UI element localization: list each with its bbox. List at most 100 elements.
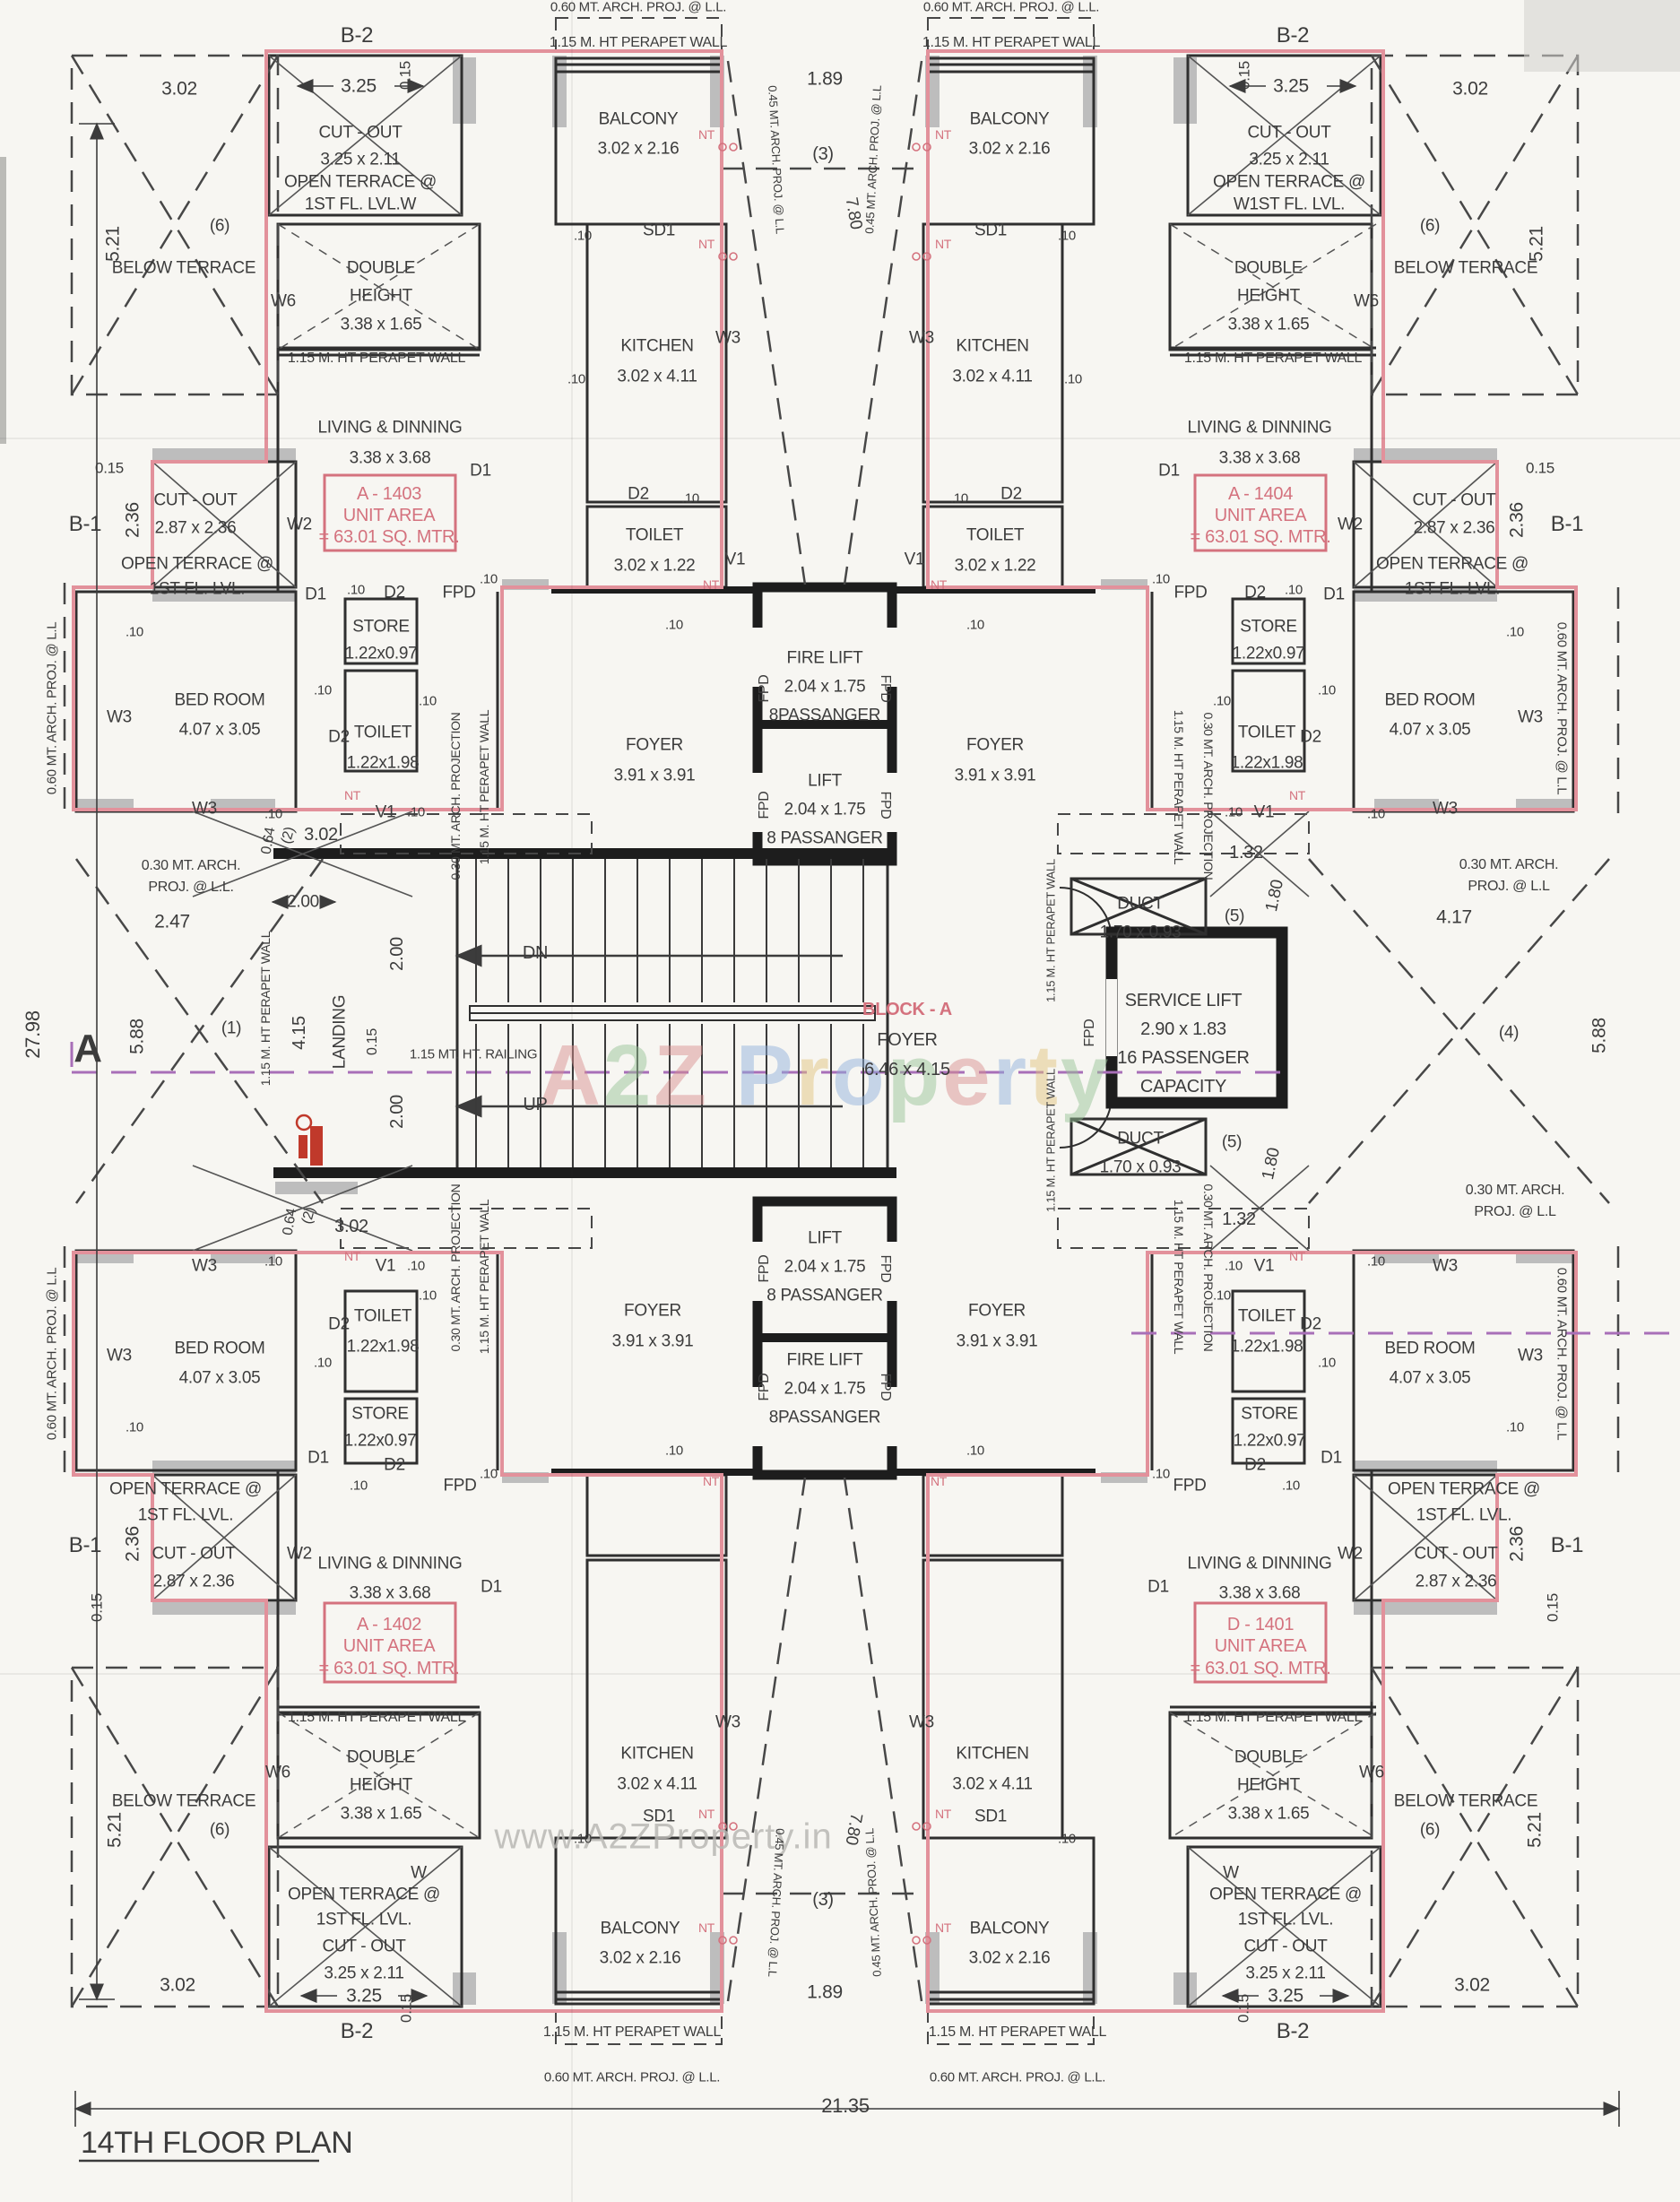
plan-label: W3 <box>715 1712 740 1732</box>
plan-label: 3.02 <box>1452 78 1488 100</box>
plan-label: 1ST FL. LVL.W <box>304 195 417 214</box>
plan-label: 1.15 M. HT PERAPET WALL <box>287 1710 466 1725</box>
plan-label: 0.60 MT. ARCH. PROJ. @ L.L. <box>550 0 727 15</box>
plan-label: 0.15 <box>95 459 124 477</box>
plan-label: .10 <box>1367 806 1385 822</box>
plan-label: 2.90 x 1.83 <box>1140 1019 1226 1039</box>
plan-label: 1.89 <box>807 1981 843 2003</box>
plan-label: UNIT AREA <box>1214 1636 1307 1656</box>
plan-label: .10 <box>264 1253 282 1270</box>
plan-label: D1 <box>1158 461 1180 481</box>
plan-label: V1 <box>1253 802 1275 822</box>
plan-label: 1.15 M. HT PERAPET WALL <box>287 351 466 366</box>
plan-label: SD1 <box>642 1807 676 1826</box>
plan-label: 0.45 MT. ARCH. PROJ. @ L.L <box>862 1827 884 1978</box>
plan-label: FIRE LIFT <box>786 1350 863 1370</box>
plan-label: NT <box>702 1474 720 1488</box>
plan-label: FIRE LIFT <box>786 648 863 668</box>
plan-label: CAPACITY <box>1139 1077 1227 1097</box>
plan-label: SERVICE LIFT <box>1124 991 1243 1010</box>
plan-label: D2 <box>1300 1314 1321 1334</box>
plan-label: 2.87 x 2.36 <box>1413 518 1495 538</box>
plan-label: 5.88 <box>126 1019 148 1054</box>
plan-label: 1.15 M. HT PERAPET WALL <box>1044 1069 1058 1212</box>
plan-label: OPEN TERRACE @ <box>1388 1479 1540 1499</box>
plan-label: 14TH FLOOR PLAN <box>81 2126 353 2160</box>
plan-label: .10 <box>1213 1287 1231 1304</box>
plan-label: OPEN TERRACE @ <box>1213 172 1365 192</box>
plan-label: FPD <box>1082 1019 1097 1047</box>
watermark-letter: Z <box>654 1027 709 1123</box>
plan-label: 2.36 <box>1506 1526 1528 1562</box>
plan-label: STORE <box>352 617 410 637</box>
plan-label: 3.38 x 3.68 <box>349 1583 431 1603</box>
plan-label: W3 <box>1518 1346 1543 1365</box>
watermark-letter: e <box>942 1027 993 1123</box>
plan-label: FPD <box>878 674 893 703</box>
plan-label: 1.80 <box>1259 1146 1284 1182</box>
plan-label: TOILET <box>625 525 684 545</box>
plan-label: NT <box>697 127 715 142</box>
plan-label: 3.38 x 3.68 <box>1218 1583 1301 1603</box>
plan-label: .10 <box>1064 371 1082 387</box>
plan-label: 0.15 <box>88 1593 106 1622</box>
plan-label: 16 PASSENGER <box>1117 1048 1250 1068</box>
plan-label: 3.38 x 3.68 <box>1218 448 1301 468</box>
plan-label: OPEN TERRACE @ <box>288 1885 440 1904</box>
plan-label: 3.38 x 1.65 <box>1227 315 1310 334</box>
plan-label: FPD <box>442 583 476 603</box>
plan-label: .10 <box>407 1258 425 1274</box>
plan-label: 2.36 <box>122 1526 143 1562</box>
plan-label: 7.80 <box>841 1811 866 1847</box>
plan-label: FOYER <box>624 1301 681 1321</box>
plan-label: 1ST FL. LVL. <box>137 1505 234 1525</box>
plan-label: B-2 <box>340 2019 374 2043</box>
watermark-letter: p <box>887 1027 943 1123</box>
plan-label: FPD <box>878 1254 893 1283</box>
plan-label: CUT - OUT <box>1243 1937 1328 1956</box>
plan-label: 8 PASSANGER <box>766 1286 883 1305</box>
plan-label: UNIT AREA <box>342 506 436 525</box>
plan-label: HEIGHT <box>1237 1775 1300 1795</box>
plan-label: W3 <box>107 707 132 727</box>
plan-label: NT <box>930 577 948 592</box>
plan-label: 6.46 x 4.15 <box>864 1060 950 1079</box>
plan-label: FPD <box>878 1373 893 1401</box>
plan-label: 0.30 MT. ARCH. PROJECTION <box>1201 1183 1216 1352</box>
watermark-letter: o <box>832 1027 888 1123</box>
plan-label: D2 <box>384 1455 405 1475</box>
plan-label: 1.15 M. HT PERAPET WALL <box>258 931 273 1087</box>
plan-label: 1.15 M. HT PERAPET WALL <box>542 2024 722 2040</box>
plan-label: W3 <box>192 799 217 819</box>
plan-label: 3.02 <box>1454 1974 1490 1996</box>
plan-label: 1.70 x 0.93 <box>1099 923 1182 942</box>
plan-label: TOILET <box>1237 1306 1296 1326</box>
plan-label: NT <box>702 577 720 592</box>
plan-label: D1 <box>481 1577 502 1597</box>
plan-label: 3.25 <box>346 1985 382 2007</box>
plan-label: 1.15 M. HT PERAPET WALL <box>549 35 728 50</box>
plan-label: 3.02 x 1.22 <box>954 556 1036 576</box>
plan-label: .10 <box>419 693 437 709</box>
plan-label: 1.15 M. HT PERAPET WALL <box>928 2024 1107 2040</box>
plan-label: NT <box>934 1807 952 1821</box>
plan-label: D2 <box>1244 583 1266 603</box>
plan-label: CUT - OUT <box>318 123 403 143</box>
plan-label: BELOW TERRACE <box>1393 258 1538 278</box>
plan-label: .10 <box>126 624 143 640</box>
plan-label: 2.00 <box>387 937 407 971</box>
plan-label: 3.02 x 4.11 <box>617 1774 697 1794</box>
plan-label: (6) <box>1419 216 1441 236</box>
plan-label: (5) <box>1221 1132 1243 1152</box>
plan-label: 3.02 <box>161 78 197 100</box>
plan-label: NT <box>343 1249 361 1263</box>
plan-label: 5.21 <box>1524 1812 1546 1848</box>
plan-label: .10 <box>567 371 585 387</box>
cutout-cross-lines <box>152 55 1498 2007</box>
plan-label: .10 <box>1058 228 1076 244</box>
plan-label: = 63.01 SQ. MTR. <box>318 1659 460 1678</box>
plan-label: SD1 <box>974 221 1008 240</box>
plan-label: LIVING & DINNING <box>1187 418 1332 438</box>
